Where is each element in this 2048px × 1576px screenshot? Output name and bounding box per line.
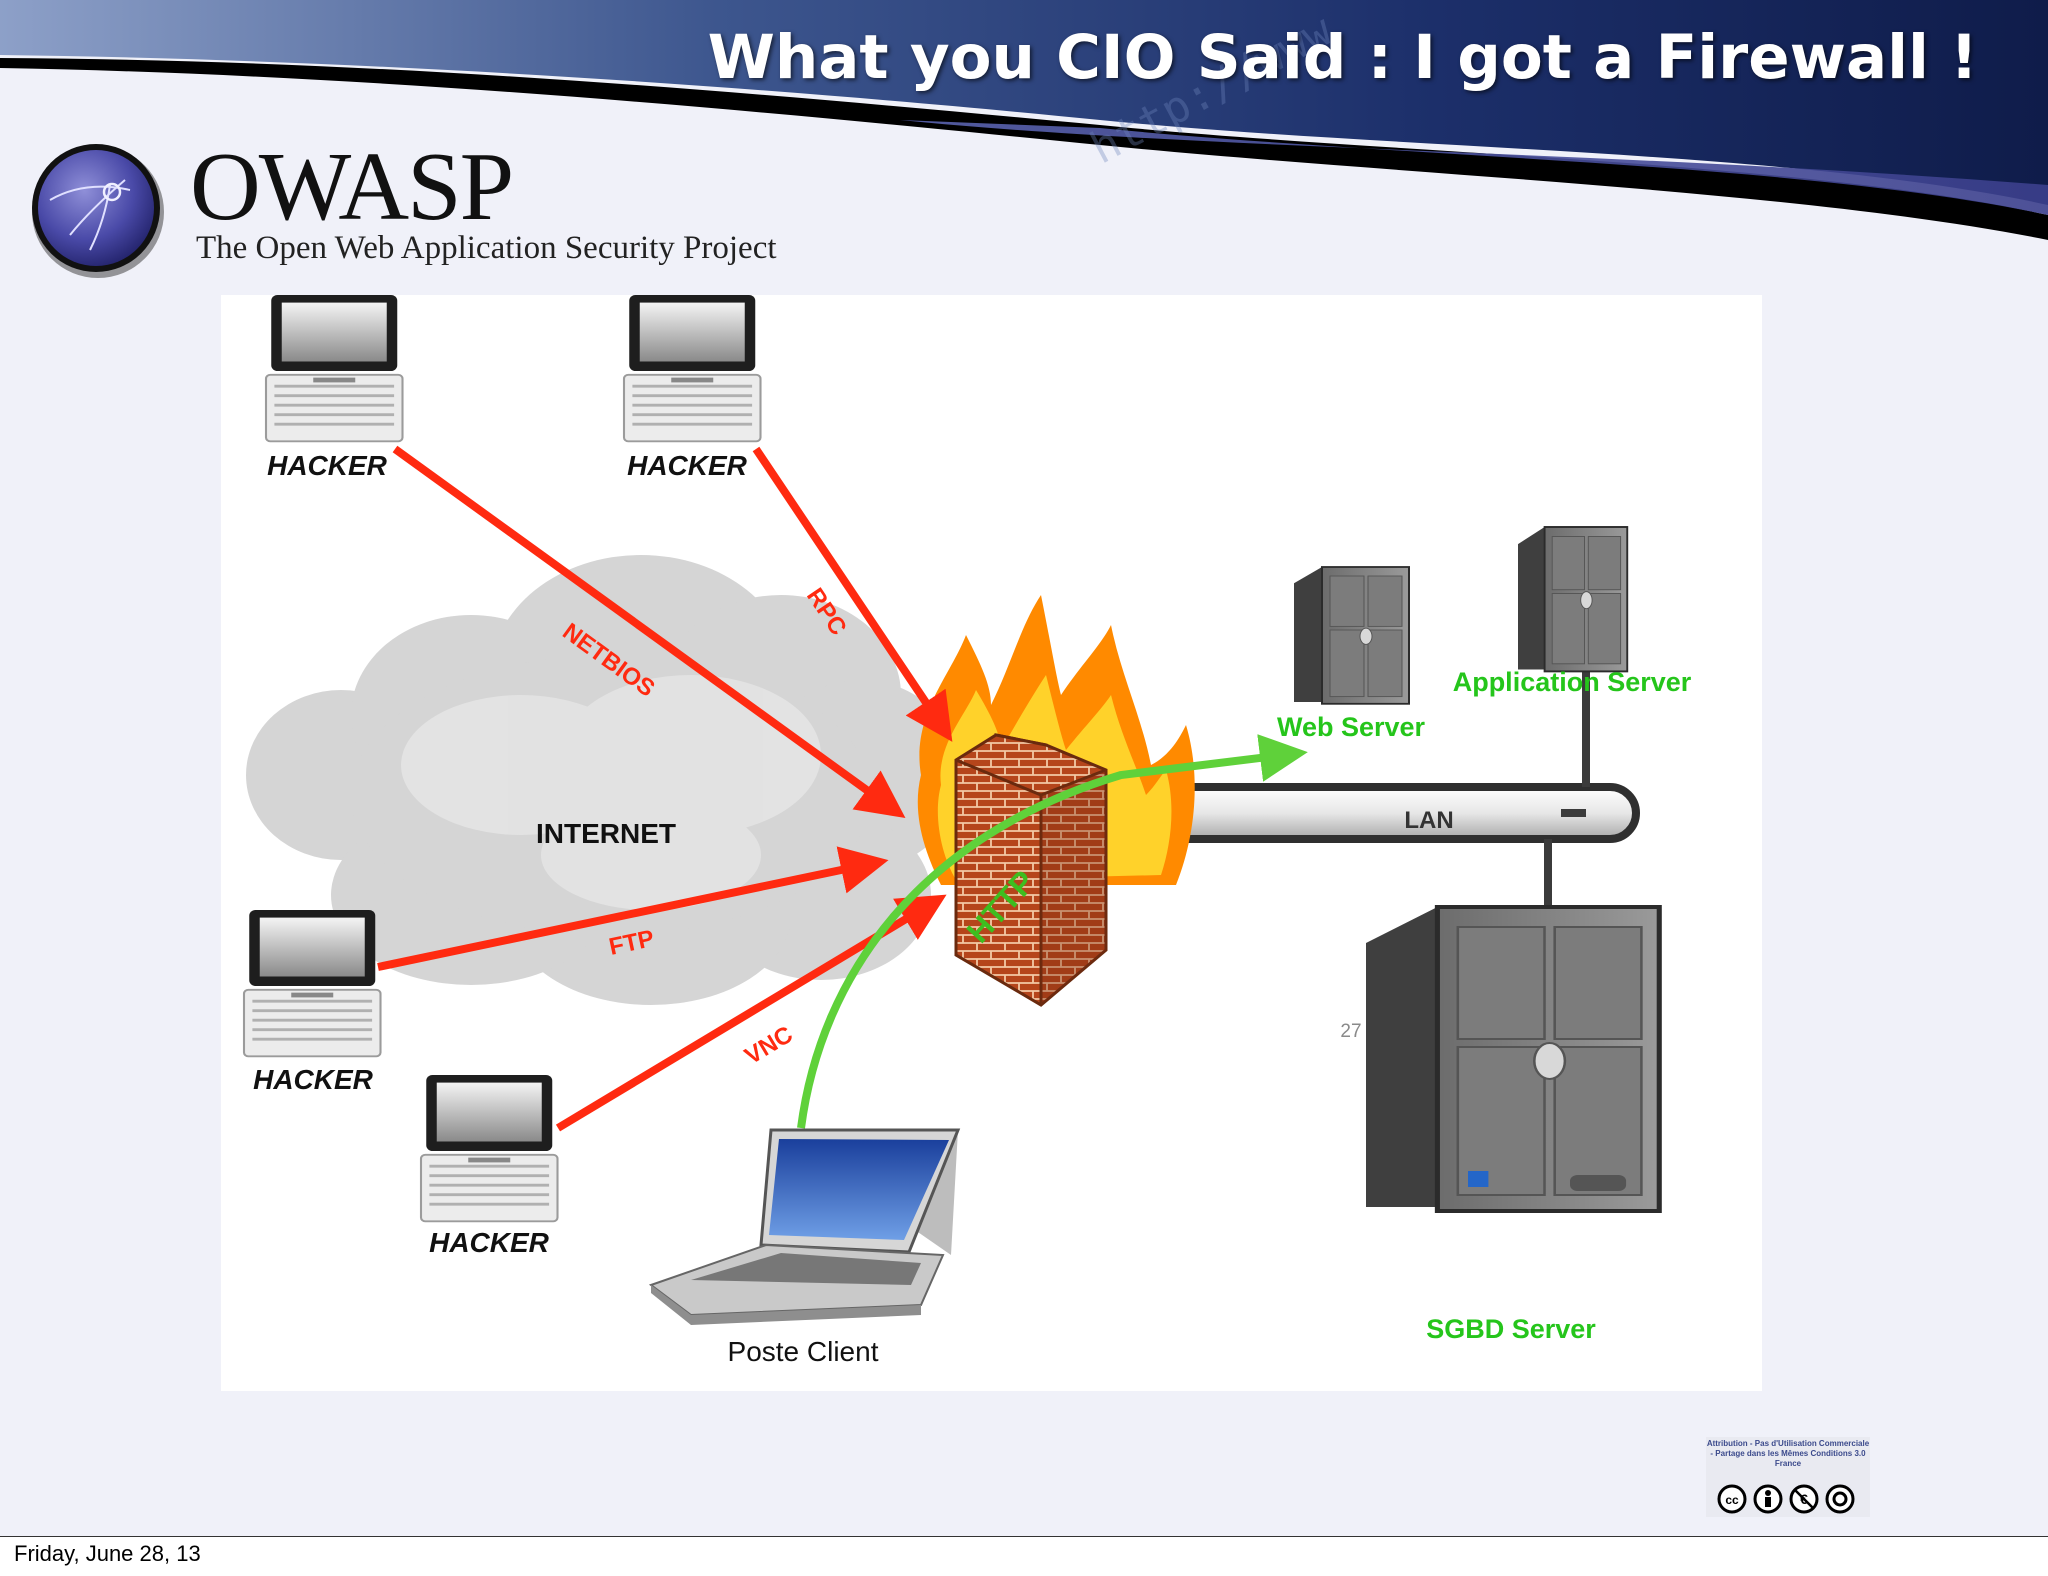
slide-title: What you CIO Said : I got a Firewall ! xyxy=(707,22,1978,93)
owasp-wordmark: OWASP xyxy=(190,133,514,241)
web-server-icon xyxy=(1293,566,1410,705)
client-laptop-icon xyxy=(648,1128,961,1325)
hacker-top-left xyxy=(264,295,405,443)
sgbd-server-icon xyxy=(1366,907,1659,1211)
http-arrow xyxy=(797,734,1308,1129)
sa-icon xyxy=(1825,1484,1855,1514)
lan-label: LAN xyxy=(1404,807,1453,834)
sgbd-server-label: SGBD Server xyxy=(1426,1314,1596,1344)
rpc-arrow xyxy=(752,446,953,742)
application-server-label: Application Server xyxy=(1453,667,1692,697)
header-banner: http://www xyxy=(0,0,2048,240)
hacker-bottom-left xyxy=(419,1073,560,1223)
nc-icon: € xyxy=(1789,1484,1819,1514)
hacker-top-center xyxy=(622,295,763,443)
by-icon xyxy=(1753,1484,1783,1514)
firewall-icon xyxy=(917,595,1195,1007)
ftp-arrow xyxy=(377,846,889,971)
slide: http://www What you CIO Said : I got a F… xyxy=(0,0,2048,1537)
license-text: Attribution - Pas d'Utilisation Commerci… xyxy=(1706,1439,1870,1468)
cc-icon: cc xyxy=(1717,1484,1747,1514)
hacker-top-left-label: HACKER xyxy=(267,450,388,481)
svg-text:cc: cc xyxy=(1725,1493,1739,1507)
page-number: 27 xyxy=(1340,1021,1361,1042)
hacker-middle-left xyxy=(242,908,383,1058)
attack-arrows xyxy=(377,445,953,1132)
web-server-label: Web Server xyxy=(1277,712,1426,742)
hacker-bottom-left-label: HACKER xyxy=(429,1227,550,1258)
network-diagram: INTERNET LAN Web Server Application Serv… xyxy=(221,295,1762,1391)
hacker-top-center-label: HACKER xyxy=(627,450,748,481)
license-badge[interactable]: Attribution - Pas d'Utilisation Commerci… xyxy=(1706,1437,1870,1517)
footer-date: Friday, June 28, 13 xyxy=(14,1541,201,1566)
client-label: Poste Client xyxy=(728,1336,879,1367)
owasp-tagline: The Open Web Application Security Projec… xyxy=(196,230,777,266)
netbios-arrow xyxy=(392,445,906,819)
owasp-logo-icon xyxy=(32,144,164,278)
license-icons: cc € xyxy=(1717,1484,1855,1514)
hacker-middle-left-label: HACKER xyxy=(253,1064,374,1095)
vnc-arrow xyxy=(555,894,947,1132)
internet-label: INTERNET xyxy=(536,818,676,849)
application-server-icon xyxy=(1517,526,1629,673)
